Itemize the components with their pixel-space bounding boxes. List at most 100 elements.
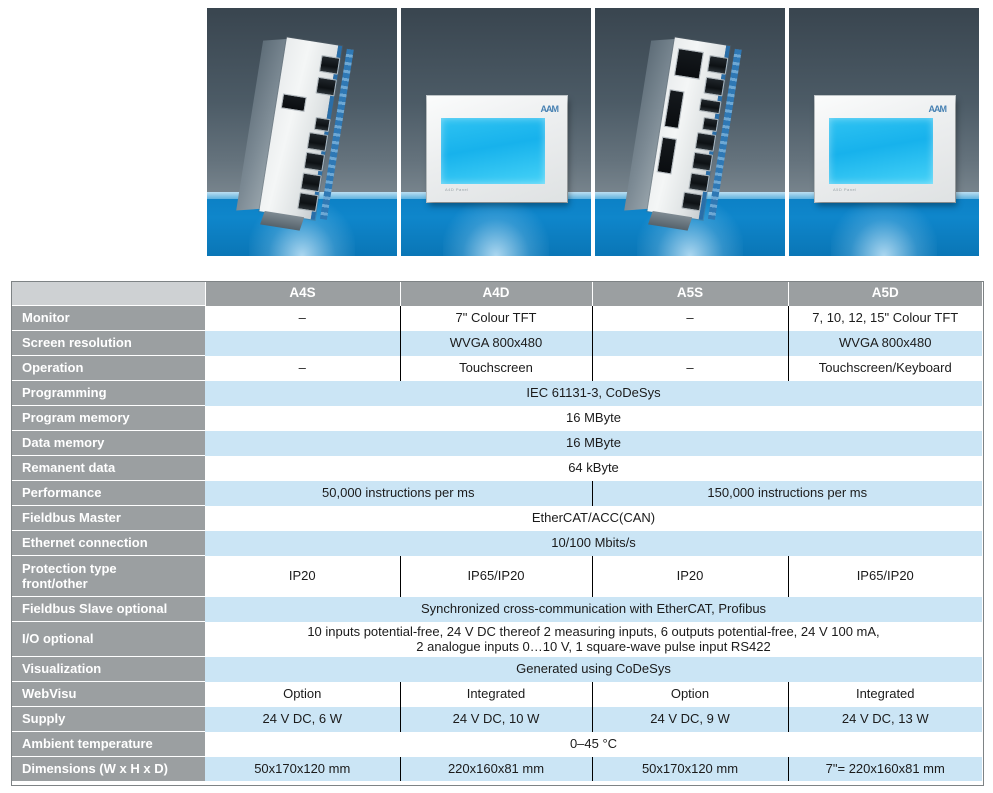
cell-webvisu-a4d: Integrated	[399, 681, 592, 707]
io-line1: 10 inputs potential-free, 24 V DC thereo…	[307, 623, 880, 639]
table-row: Screen resolution WVGA 800x480 WVGA 800x…	[11, 330, 982, 356]
a4s-controller-photo	[207, 8, 397, 256]
cell-operation-a4s: –	[205, 355, 400, 381]
cell-dimensions-a4s: 50x170x120 mm	[205, 756, 400, 781]
rj45-port	[297, 192, 319, 213]
table-row: Ethernet connection 10/100 Mbits/s	[11, 530, 982, 556]
row-label-ethernet-connection: Ethernet connection	[11, 530, 205, 556]
row-label-protection-type: Protection type front/other	[11, 555, 205, 597]
cell-protection-a4s: IP20	[205, 555, 400, 597]
column-header-a4d: A4D	[399, 281, 592, 306]
cell-supply-a5d: 24 V DC, 13 W	[787, 706, 982, 732]
cell-webvisu-a5d: Integrated	[787, 681, 982, 707]
cell-visualization-all: Generated using CoDeSys	[205, 656, 982, 682]
cell-operation-a5s: –	[591, 355, 788, 381]
column-header-a4s: A4S	[204, 281, 400, 306]
row-label-monitor: Monitor	[11, 305, 205, 331]
cell-operation-a4d: Touchscreen	[399, 355, 592, 381]
column-header-a5s: A5S	[591, 281, 788, 306]
cell-performance-a4: 50,000 instructions per ms	[205, 480, 592, 506]
cell-monitor-a5d: 7, 10, 12, 15" Colour TFT	[787, 305, 982, 331]
table-row: Fieldbus Master EtherCAT/ACC(CAN)	[11, 505, 982, 531]
cell-fieldbus-slave-all: Synchronized cross-communication with Et…	[205, 596, 982, 622]
cell-screen-resolution-a4s	[205, 330, 400, 356]
row-label-webvisu: WebVisu	[11, 681, 205, 707]
brand-logo: AAM	[540, 104, 559, 114]
row-label-dimensions: Dimensions (W x H x D)	[11, 756, 205, 781]
cell-protection-a5d: IP65/IP20	[787, 555, 982, 597]
table-row: Programming IEC 61131-3, CoDeSys	[11, 380, 982, 406]
touchscreen-display	[441, 118, 545, 184]
panel-model-label: A5D Panel	[833, 187, 857, 192]
cell-monitor-a4d: 7" Colour TFT	[399, 305, 592, 331]
rj45-port	[706, 54, 729, 75]
cell-ethernet-connection-all: 10/100 Mbits/s	[205, 530, 982, 556]
connector-slot	[673, 47, 704, 80]
row-label-fieldbus-master: Fieldbus Master	[11, 505, 205, 531]
photo-glow	[830, 198, 938, 256]
row-label-line1: Protection type	[22, 560, 117, 576]
table-row: Monitor – 7" Colour TFT – 7, 10, 12, 15"…	[11, 305, 982, 331]
rj45-port	[701, 116, 719, 133]
row-label-data-memory: Data memory	[11, 430, 205, 456]
rj45-port	[691, 151, 714, 172]
cell-screen-resolution-a5d: WVGA 800x480	[787, 330, 982, 356]
column-header-a5d: A5D	[787, 281, 982, 306]
cell-screen-resolution-a5s	[591, 330, 788, 356]
rj45-port	[703, 76, 725, 97]
cell-monitor-a5s: –	[591, 305, 788, 331]
row-label-io-optional: I/O optional	[11, 621, 205, 657]
cell-fieldbus-master-all: EtherCAT/ACC(CAN)	[205, 505, 982, 531]
table-row: Program memory 16 MByte	[11, 405, 982, 431]
panel-model-label: A4D Panel	[445, 187, 469, 192]
hmi-panel-body: AAM A4D Panel	[427, 96, 567, 202]
cell-performance-a5: 150,000 instructions per ms	[591, 480, 982, 506]
cell-data-memory-all: 16 MByte	[205, 430, 982, 456]
a4d-panel-photo: AAM A4D Panel	[401, 8, 591, 256]
cell-operation-a5d: Touchscreen/Keyboard	[787, 355, 982, 381]
rj45-port	[313, 116, 331, 133]
cell-webvisu-a4s: Option	[205, 681, 400, 707]
row-label-programming: Programming	[11, 380, 205, 406]
a5s-controller-photo	[595, 8, 785, 256]
rj45-port	[681, 191, 703, 212]
cell-screen-resolution-a4d: WVGA 800x480	[399, 330, 592, 356]
cell-monitor-a4s: –	[205, 305, 400, 331]
row-label-ambient-temperature: Ambient temperature	[11, 731, 205, 757]
row-label-visualization: Visualization	[11, 656, 205, 682]
table-row: Fieldbus Slave optional Synchronized cro…	[11, 596, 982, 622]
table-row: Operation – Touchscreen – Touchscreen/Ke…	[11, 355, 982, 381]
row-label-performance: Performance	[11, 480, 205, 506]
row-label-remanent-data: Remanent data	[11, 455, 205, 481]
rj45-port	[300, 172, 322, 193]
row-label-supply: Supply	[11, 706, 205, 732]
table-row: Data memory 16 MByte	[11, 430, 982, 456]
table-row: Protection type front/other IP20 IP65/IP…	[11, 555, 982, 597]
cell-program-memory-all: 16 MByte	[205, 405, 982, 431]
table-header: A4S A4D A5S A5D	[11, 281, 982, 306]
cell-dimensions-a4d: 220x160x81 mm	[399, 756, 592, 781]
rj45-port	[306, 131, 329, 152]
photo-glow	[442, 198, 550, 256]
table-row: I/O optional 10 inputs potential-free, 2…	[11, 621, 982, 657]
a5d-panel-photo: AAM A5D Panel	[789, 8, 979, 256]
rj45-port	[315, 76, 337, 97]
specification-table: A4S A4D A5S A5D Monitor – 7" Colour TFT …	[11, 281, 982, 781]
cell-programming-all: IEC 61131-3, CoDeSys	[205, 380, 982, 406]
touchscreen-display	[829, 118, 933, 184]
table-row: Supply 24 V DC, 6 W 24 V DC, 10 W 24 V D…	[11, 706, 982, 732]
cell-webvisu-a5s: Option	[591, 681, 788, 707]
table-row: WebVisu Option Integrated Option Integra…	[11, 681, 982, 707]
rj45-port	[694, 131, 717, 152]
rj45-port	[688, 172, 710, 193]
table-body: Monitor – 7" Colour TFT – 7, 10, 12, 15"…	[11, 305, 982, 781]
cell-dimensions-a5d: 7"= 220x160x81 mm	[787, 756, 982, 781]
cell-ambient-temperature-all: 0–45 °C	[205, 731, 982, 757]
table-row: Visualization Generated using CoDeSys	[11, 656, 982, 682]
hmi-panel-body: AAM A5D Panel	[815, 96, 955, 202]
row-label-operation: Operation	[11, 355, 205, 381]
table-corner-cell	[11, 281, 205, 306]
brand-logo: AAM	[928, 104, 947, 114]
row-label-fieldbus-slave-optional: Fieldbus Slave optional	[11, 596, 205, 622]
